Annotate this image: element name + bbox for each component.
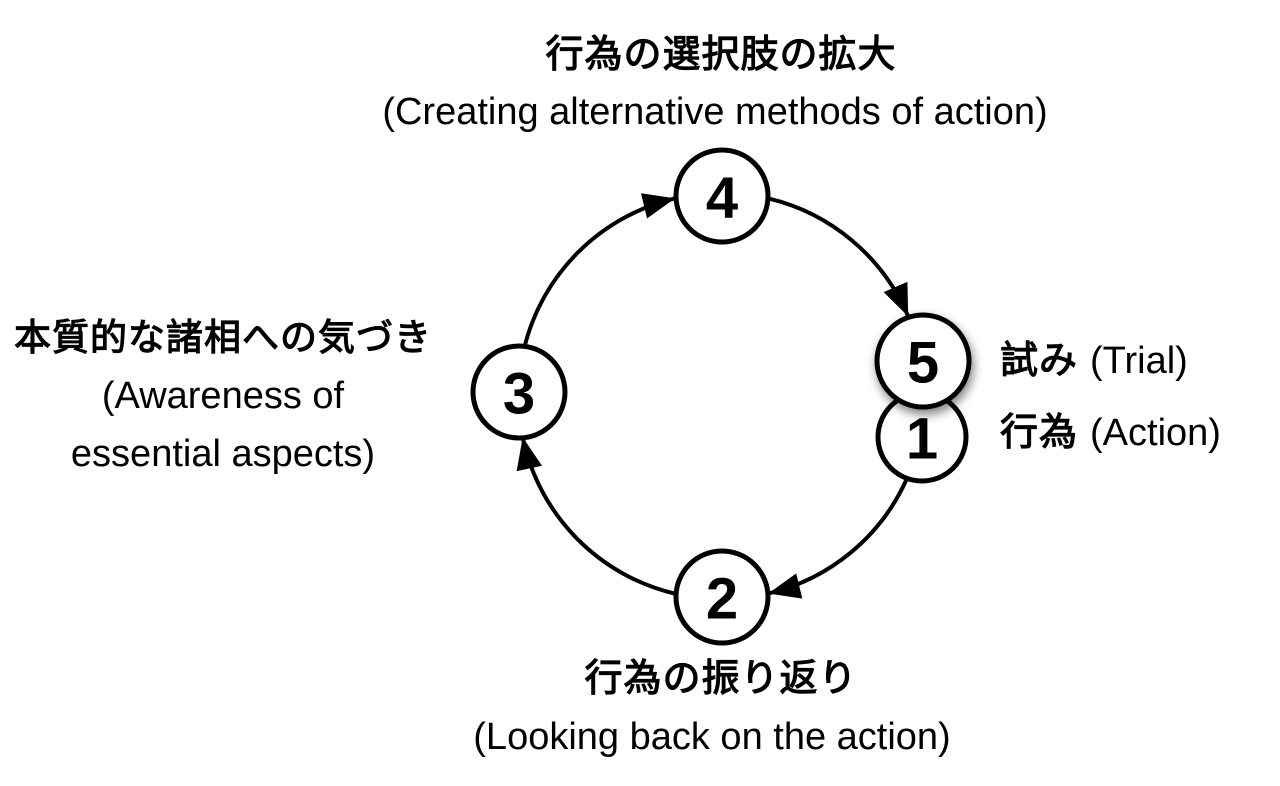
node-5-number: 5 — [907, 331, 939, 396]
bottom-label-japanese: 行為の振り返り — [584, 658, 858, 700]
top-label-japanese: 行為の選択肢の拡大 — [545, 34, 897, 76]
arc-node3-to-node4 — [522, 193, 676, 348]
node-4-number: 4 — [706, 166, 738, 231]
left-label: 本質的な諸相への気づき (Awareness of essential aspe… — [8, 309, 438, 483]
left-label-japanese: 本質的な諸相への気づき — [14, 317, 432, 358]
trial-label-english: (Trial) — [1090, 340, 1188, 382]
node-2-number: 2 — [706, 567, 738, 632]
node-3-number: 3 — [503, 362, 535, 427]
node-1-number: 1 — [906, 407, 938, 472]
action-label-english: (Action) — [1090, 412, 1221, 454]
left-label-english-line1: (Awareness of — [101, 375, 345, 417]
node-3-circle — [470, 343, 568, 441]
top-label-english: (Creating alternative methods of action) — [382, 91, 1048, 133]
bottom-label-english: (Looking back on the action) — [473, 716, 951, 758]
node-4-circle — [673, 147, 771, 245]
trial-label: 試み (Trial) — [1000, 337, 1188, 385]
left-label-english-line2: essential aspects) — [70, 433, 376, 475]
action-label: 行為 (Action) — [1000, 409, 1221, 457]
arc-node1-to-node2 — [768, 478, 909, 599]
trial-label-japanese: 試み — [1000, 340, 1079, 382]
arc-node4-to-node5 — [768, 196, 910, 317]
node-2-circle — [673, 548, 771, 646]
arc-node2-to-node3 — [516, 437, 675, 596]
node-5-circle — [874, 312, 972, 410]
action-label-japanese: 行為 — [1000, 412, 1079, 454]
